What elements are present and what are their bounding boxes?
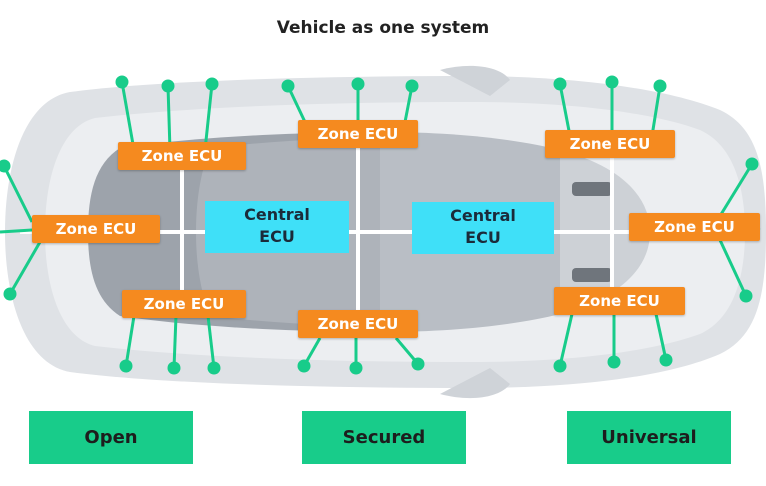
pillar-universal: Universal (567, 411, 731, 464)
central-ecu-right: Central ECU (412, 202, 554, 254)
central-ecu-right-line2: ECU (465, 228, 501, 247)
zone-ecu-top-right: Zone ECU (545, 130, 675, 158)
diagram-title: Vehicle as one system (276, 18, 490, 38)
zone-ecu-bottom-left: Zone ECU (122, 290, 246, 318)
central-ecu-left-line2: ECU (259, 227, 295, 246)
zone-ecu-right: Zone ECU (629, 213, 760, 241)
pillar-secured: Secured (302, 411, 466, 464)
zone-ecu-top-left: Zone ECU (118, 142, 246, 170)
zone-ecu-top-middle: Zone ECU (298, 120, 418, 148)
central-ecu-right-line1: Central (450, 206, 516, 225)
zone-ecu-bottom-middle: Zone ECU (298, 310, 418, 338)
pillar-open: Open (29, 411, 193, 464)
zone-ecu-left: Zone ECU (32, 215, 160, 243)
zone-ecu-bottom-right: Zone ECU (554, 287, 685, 315)
central-ecu-left: Central ECU (205, 201, 349, 253)
central-ecu-left-line1: Central (244, 205, 310, 224)
